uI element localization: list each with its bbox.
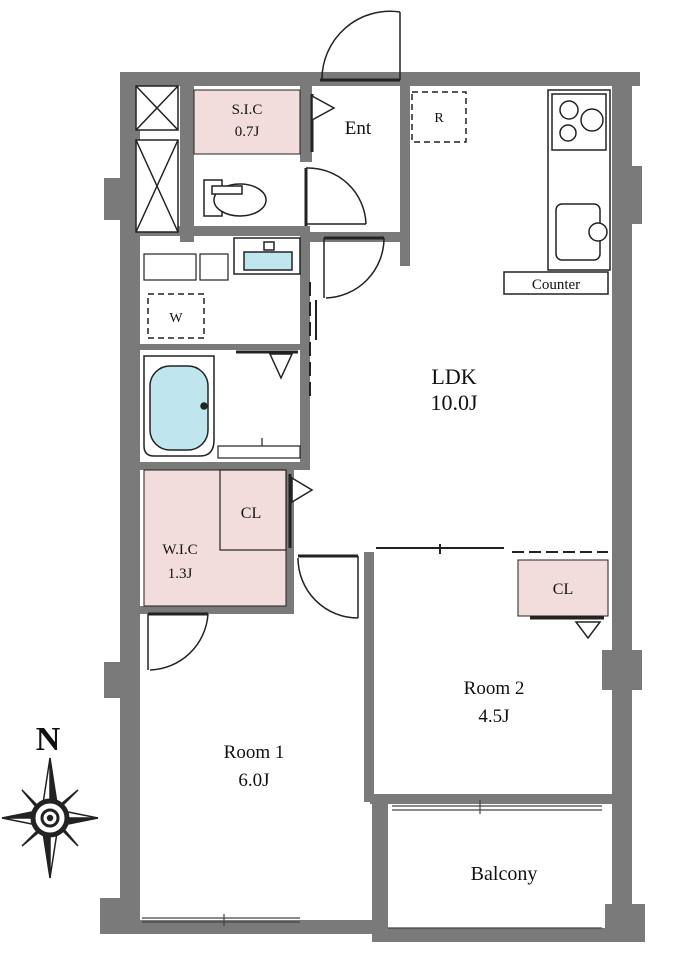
closet-1-label: CL (241, 505, 261, 522)
balcony-label: Balcony (471, 863, 538, 885)
outer-walls (100, 72, 645, 942)
pipe-shafts (135, 85, 179, 233)
sic-label: S.I.C (232, 102, 263, 118)
wic-label: W.I.C (162, 542, 197, 558)
room1-size: 6.0J (238, 770, 269, 791)
sic-size: 0.7J (235, 124, 260, 140)
counter-label: Counter (532, 277, 580, 293)
room2-sliding-door-icon[interactable] (376, 544, 608, 554)
room1-door-icon[interactable] (297, 554, 359, 619)
entrance-label: Ent (345, 118, 372, 139)
hall-door-icon[interactable] (323, 236, 385, 299)
laundry-area (143, 253, 229, 339)
room1-label: Room 1 (224, 742, 285, 763)
bath-counter (217, 438, 301, 459)
ldk-label: LDK (431, 364, 476, 389)
closet-1-box (219, 469, 287, 551)
sliding-door-icon[interactable] (309, 282, 317, 400)
washbasin-icon (233, 237, 301, 275)
toilet-icon (203, 179, 267, 217)
entrance-door-icon[interactable] (320, 10, 401, 82)
toilet-door-icon[interactable] (304, 167, 367, 226)
closet-1-hanger-icon (288, 474, 314, 548)
closet-2-door-icon (530, 616, 604, 640)
wic-size: 1.3J (168, 566, 193, 582)
bath-door-icon[interactable] (236, 350, 298, 380)
refrigerator-space (411, 91, 467, 143)
windows (142, 800, 602, 929)
washer-label: W (169, 311, 183, 326)
wic-door-icon[interactable] (147, 612, 209, 671)
sic-hanger-icon (310, 94, 336, 152)
closet-2-label: CL (553, 581, 573, 598)
compass-north-label: N (36, 721, 61, 758)
room2-label: Room 2 (464, 678, 525, 699)
refrigerator-label: R (434, 111, 444, 126)
kitchen-counter (503, 89, 611, 295)
room2-size: 4.5J (478, 706, 509, 727)
storage-fills (143, 89, 609, 617)
ldk-size: 10.0J (430, 390, 478, 415)
bathtub-icon (143, 355, 215, 457)
compass-icon: N (1, 721, 99, 879)
